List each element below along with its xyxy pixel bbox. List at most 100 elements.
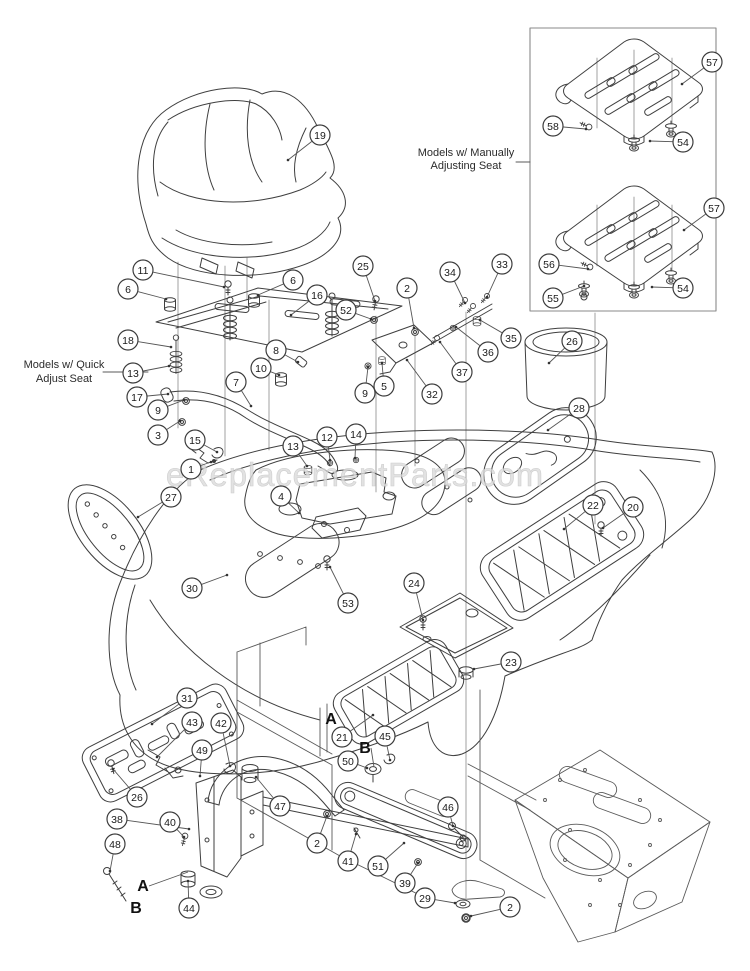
callout-circle (345, 423, 367, 445)
leader-arrow (225, 573, 229, 577)
leader-arrow (412, 326, 416, 330)
callout-54: 54 (648, 131, 694, 153)
leader-line (109, 854, 114, 872)
leader-arrow (254, 775, 258, 779)
callout-circle (176, 687, 198, 709)
leader-arrow (454, 325, 458, 329)
callout-52: 52 (335, 299, 373, 321)
leader-arrow (582, 284, 586, 288)
pivot-arm (323, 753, 478, 923)
callout-number: 49 (196, 745, 208, 757)
callout-number: 16 (311, 290, 323, 302)
leader-arrow (650, 285, 654, 289)
callout-11: 11 (132, 259, 226, 289)
callout-51: 51 (367, 841, 406, 877)
callout-circle (225, 371, 247, 393)
callout-circle (439, 261, 461, 283)
callout-circle (269, 795, 291, 817)
leader-line (148, 871, 189, 887)
callout-number: 31 (181, 693, 193, 705)
callout-47: 47 (254, 775, 291, 817)
callout-circle (500, 327, 522, 349)
callout-13: 13 (282, 435, 309, 468)
callout-number: 2 (507, 902, 513, 914)
callout-circle (367, 855, 389, 877)
callout-circle (437, 796, 459, 818)
leader-arrow (249, 404, 253, 408)
callout-number: 39 (399, 878, 411, 890)
callout-circle (451, 361, 473, 383)
fender-depressions (401, 437, 482, 516)
callout-circle (373, 375, 395, 397)
leader-line (350, 833, 357, 852)
callout-34: 34 (439, 261, 467, 305)
quick-seat-label-line2: Adjust Seat (36, 373, 92, 385)
callout-26: 26 (547, 330, 583, 365)
callout-circle (159, 811, 181, 833)
leader-arrow (451, 824, 455, 828)
leader-line (381, 362, 384, 376)
ref-letter-B: B (359, 740, 375, 768)
ref-letter-text: A (137, 878, 149, 895)
callout-circle (250, 357, 272, 379)
callout-9: 9 (354, 365, 376, 404)
callout-circle (394, 872, 416, 894)
leader-arrow (584, 127, 588, 131)
ref-letter-B: B (130, 900, 142, 917)
callout-number: 42 (215, 718, 227, 730)
callout-circle (396, 277, 418, 299)
callout-number: 44 (183, 903, 195, 915)
callout-42: 42 (210, 712, 232, 768)
callout-26: 26 (111, 767, 148, 808)
leader-arrow (388, 758, 392, 762)
callout-number: 55 (547, 293, 559, 305)
spring-clip (383, 753, 396, 765)
callout-35: 35 (478, 318, 522, 349)
callout-number: 6 (125, 284, 131, 296)
leader-arrow (198, 774, 202, 778)
callout-number: 6 (290, 275, 296, 287)
cup-holder (524, 327, 608, 411)
callout-37: 37 (438, 340, 473, 383)
leader-arrow (680, 82, 684, 86)
callout-number: 57 (708, 203, 720, 215)
callout-circle (126, 386, 148, 408)
retainer-clip (223, 762, 237, 774)
callout-circle (542, 287, 564, 309)
inset-box (529, 27, 717, 312)
leader-arrow (601, 526, 605, 530)
callout-number: 24 (408, 578, 420, 590)
callout-circle (184, 429, 206, 451)
callout-number: 26 (566, 336, 578, 348)
callout-2: 2 (469, 896, 521, 918)
leader-line (187, 880, 190, 898)
leader-arrow (167, 364, 171, 368)
callout-44: 44 (178, 879, 200, 919)
pivot-bushing (180, 870, 223, 899)
leader-arrow (682, 228, 686, 232)
callout-number: 37 (456, 367, 468, 379)
leader-line (288, 502, 300, 514)
callout-circle (582, 494, 604, 516)
leader-line (649, 140, 673, 143)
callout-number: 47 (274, 801, 286, 813)
callout-number: 30 (186, 583, 198, 595)
callout-number: 21 (336, 732, 348, 744)
callout-55: 55 (542, 284, 586, 309)
callout-circle (265, 339, 287, 361)
leader-arrow (328, 458, 332, 462)
callout-circle (542, 115, 564, 137)
callout-8: 8 (265, 339, 300, 364)
leader-line (470, 908, 500, 917)
callout-number: 23 (505, 657, 517, 669)
leader-arrow (469, 914, 473, 918)
leader-arrow (562, 527, 566, 531)
callout-50: 50 (337, 750, 369, 772)
callout-29: 29 (414, 887, 457, 909)
leader-arrow (228, 764, 232, 768)
leader-arrow (297, 511, 301, 515)
callout-number: 53 (342, 598, 354, 610)
leader-line (365, 366, 369, 383)
